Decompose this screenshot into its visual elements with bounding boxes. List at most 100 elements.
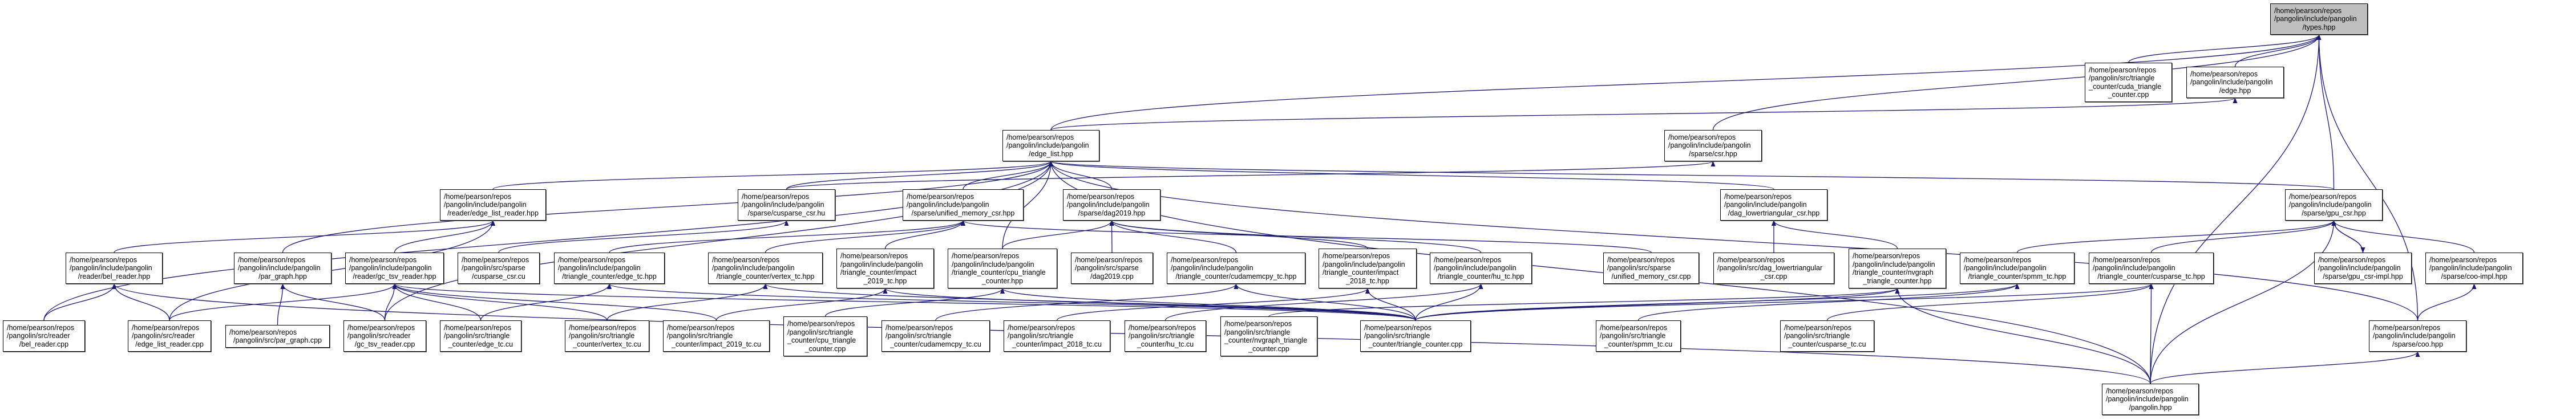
file-node-spmm-tc-cu[interactable]: /home/pearson/repos/pangolin/src/triangl… bbox=[1596, 320, 1681, 352]
file-node-nvgraph-tc-cpp[interactable]: /home/pearson/repos/pangolin/src/triangl… bbox=[1220, 316, 1317, 356]
file-node-label-line: /home/pearson/repos bbox=[1067, 192, 1135, 201]
file-node-cpu-tc-cpp[interactable]: /home/pearson/repos/pangolin/src/triangl… bbox=[783, 316, 867, 356]
file-node-vertex-tc-cu[interactable]: /home/pearson/repos/pangolin/src/triangl… bbox=[565, 320, 649, 352]
dependency-edge-coo_impl-to-gpu_csr bbox=[2331, 220, 2475, 253]
file-node-nvgraph-tc-hpp[interactable]: /home/pearson/repos/pangolin/include/pan… bbox=[1849, 249, 1946, 288]
file-node-edge-list[interactable]: /home/pearson/repos/pangolin/include/pan… bbox=[1002, 130, 1099, 161]
dependency-edge-dag_lt_csr_hpp-to-edge_list bbox=[1049, 161, 1774, 190]
file-node-dag2019-hpp[interactable]: /home/pearson/repos/pangolin/include/pan… bbox=[1063, 189, 1160, 221]
dependency-edge-triangle_counter_cpp-to-hu_tc_hpp bbox=[1415, 283, 1483, 321]
file-node-label-line: /home/pearson/repos bbox=[569, 323, 637, 332]
file-node-hu-tc-cu[interactable]: /home/pearson/repos/pangolin/src/triangl… bbox=[1125, 320, 1206, 352]
dependency-edge-par_graph_cpp-to-par_graph_hpp bbox=[277, 283, 285, 326]
file-node-label-line: /home/pearson/repos bbox=[2318, 255, 2386, 264]
file-node-label-line: /triangle_counter/cudamemcpy_tc.hpp bbox=[1175, 272, 1297, 280]
file-node-label-line: /triangle_counter/cpu_triangle bbox=[952, 269, 1046, 276]
file-node-label-line: /pangolin/src/triangle bbox=[1364, 332, 1430, 340]
file-node-label-line: /home/pearson/repos bbox=[2190, 70, 2258, 78]
file-node-label-line: /sparse/unified_memory_csr.hpp bbox=[911, 209, 1015, 217]
dependency-edge-edge_tc_hpp-to-unified_memory_csr_hpp bbox=[609, 220, 965, 253]
file-node-label-line: /home/pearson/repos bbox=[7, 323, 75, 332]
file-node-triangle-counter-cpp[interactable]: /home/pearson/repos/pangolin/src/triangl… bbox=[1360, 320, 1471, 352]
file-node-cusparse-tc-cu[interactable]: /home/pearson/repos/pangolin/src/triangl… bbox=[1780, 320, 1874, 352]
file-node-coo-impl[interactable]: /home/pearson/repos/pangolin/include/pan… bbox=[2425, 253, 2523, 284]
file-node-bel-reader-cpp[interactable]: /home/pearson/repos/pangolin/src/reader/… bbox=[3, 320, 85, 352]
file-node-hu-tc-hpp[interactable]: /home/pearson/repos/pangolin/include/pan… bbox=[1430, 253, 1532, 284]
file-node-label-line: /pangolin/include/pangolin bbox=[1434, 264, 1517, 272]
file-node-edge-list-reader-hpp[interactable]: /home/pearson/repos/pangolin/include/pan… bbox=[440, 189, 546, 221]
file-node-cudamemcpy-tc-cu[interactable]: /home/pearson/repos/pangolin/src/triangl… bbox=[881, 320, 990, 352]
file-node-impact-2019-tc-hpp[interactable]: /home/pearson/repos/pangolin/include/pan… bbox=[836, 249, 934, 288]
file-node-label-line: _counter/vertex_tc.cu bbox=[573, 340, 641, 348]
file-node-cusparse-csr-cu[interactable]: /home/pearson/repos/pangolin/src/sparse/… bbox=[458, 253, 540, 284]
file-node-vertex-tc-hpp[interactable]: /home/pearson/repos/pangolin/include/pan… bbox=[708, 253, 823, 284]
file-node-gpu-csr-impl[interactable]: /home/pearson/repos/pangolin/include/pan… bbox=[2314, 253, 2412, 284]
file-node-label-line: /home/pearson/repos bbox=[1129, 323, 1196, 332]
file-node-gc-tsv-reader-cpp[interactable]: /home/pearson/repos/pangolin/src/reader/… bbox=[343, 320, 426, 352]
file-node-label-line: /home/pearson/repos bbox=[1964, 255, 2032, 264]
file-node-label-line: /pangolin/include/pangolin bbox=[840, 260, 923, 269]
file-node-label-line: /home/pearson/repos bbox=[1600, 323, 1668, 332]
file-node-cusparse-tc-hpp[interactable]: /home/pearson/repos/pangolin/include/pan… bbox=[2089, 253, 2214, 284]
file-node-label-line: /unified_memory_csr.cpp bbox=[1611, 272, 1691, 280]
dependency-edge-triangle_counter_cpp-to-cudamemcpy_tc_hpp bbox=[1234, 283, 1416, 321]
file-node-cusparse-csr-hu[interactable]: /home/pearson/repos/pangolin/include/pan… bbox=[738, 189, 835, 221]
file-node-edge-list-reader-cpp[interactable]: /home/pearson/repos/pangolin/src/reader/… bbox=[128, 320, 211, 352]
file-node-label-line: /edge_list_reader.cpp bbox=[135, 340, 204, 348]
file-node-unified-memory-csr-cpp[interactable]: /home/pearson/repos/pangolin/src/sparse/… bbox=[1603, 253, 1699, 284]
file-node-label-line: /pangolin/include/pangolin bbox=[712, 264, 795, 272]
file-node-label-line: /home/pearson/repos bbox=[787, 320, 855, 328]
dependency-edge-edge_list-to-edge_hpp bbox=[1050, 97, 2237, 131]
dependency-edge-edge_hpp-to-types bbox=[2234, 34, 2322, 67]
file-node-unified-memory-csr-hpp[interactable]: /home/pearson/repos/pangolin/include/pan… bbox=[903, 189, 1024, 221]
file-node-impact-2019-tc-cu[interactable]: /home/pearson/repos/pangolin/src/triangl… bbox=[663, 320, 770, 352]
file-node-gpu-csr[interactable]: /home/pearson/repos/pangolin/include/pan… bbox=[2285, 189, 2383, 221]
file-node-bel-reader-hpp[interactable]: /home/pearson/repos/pangolin/include/pan… bbox=[66, 253, 163, 284]
file-node-label-line: /home/pearson/repos bbox=[1224, 320, 1292, 328]
file-node-label-line: /pangolin/src/triangle bbox=[2089, 74, 2155, 82]
file-node-par-graph-cpp[interactable]: /home/pearson/repos/pangolin/src/par_gra… bbox=[225, 325, 330, 348]
file-node-csr[interactable]: /home/pearson/repos/pangolin/include/pan… bbox=[1664, 130, 1762, 161]
file-node-impact-2018-tc-cu[interactable]: /home/pearson/repos/pangolin/src/triangl… bbox=[1004, 320, 1110, 352]
file-node-coo[interactable]: /home/pearson/repos/pangolin/include/pan… bbox=[2369, 320, 2466, 352]
dependency-edge-triangle_counter_cpp-to-cusparse_tc_hpp bbox=[1415, 283, 2154, 321]
file-node-label-line: /triangle_counter/vertex_tc.hpp bbox=[716, 272, 815, 280]
file-node-label-line: /pangolin/include/pangolin bbox=[1171, 264, 1253, 272]
file-node-label-line: _2018_tc.hpp bbox=[1346, 276, 1389, 285]
dependency-edge-pangolin-to-nvgraph_tc_hpp bbox=[1895, 288, 2151, 384]
file-node-label-line: /pangolin/src/triangle bbox=[444, 332, 510, 340]
file-node-label-line: /home/pearson/repos bbox=[907, 192, 974, 201]
file-node-label-line: _counter/hu_tc.cu bbox=[1137, 340, 1194, 348]
file-node-label-line: /bel_reader.cpp bbox=[19, 340, 69, 348]
file-node-pangolin[interactable]: /home/pearson/repos/pangolin/include/pan… bbox=[2102, 384, 2199, 415]
dependency-edge-gpu_csr-to-types bbox=[2316, 34, 2335, 190]
dependency-edge-bel_reader_cpp-to-bel_reader_hpp bbox=[43, 283, 116, 321]
file-node-impact-2018-tc-hpp[interactable]: /home/pearson/repos/pangolin/include/pan… bbox=[1319, 249, 1417, 288]
file-node-dag2019-cpp[interactable]: /home/pearson/repos/pangolin/src/sparse/… bbox=[1071, 253, 1153, 284]
file-node-label-line: /pangolin/include/pangolin bbox=[952, 260, 1034, 269]
file-node-dag-lt-csr-hpp[interactable]: /home/pearson/repos/pangolin/include/pan… bbox=[1720, 189, 1827, 221]
file-node-cuda-tc-cpp[interactable]: /home/pearson/repos/pangolin/src/triangl… bbox=[2085, 63, 2172, 102]
file-node-gc-tsv-reader-hpp[interactable]: /home/pearson/repos/pangolin/include/pan… bbox=[345, 253, 444, 284]
file-node-dag-lt-csr-cpp[interactable]: /home/pearson/repos/pangolin/src/dag_low… bbox=[1713, 253, 1834, 284]
dependency-edge-spmm_tc_cu-to-spmm_tc_hpp bbox=[1637, 283, 2020, 321]
file-node-label-line: /home/pearson/repos bbox=[558, 255, 626, 264]
dependency-edge-pangolin-to-coo bbox=[2150, 351, 2420, 384]
dependency-edge-triangle_counter_cpp-to-spmm_tc_hpp bbox=[1415, 283, 2020, 321]
file-node-spmm-tc-hpp[interactable]: /home/pearson/repos/pangolin/include/pan… bbox=[1960, 253, 2074, 284]
file-node-types[interactable]: /home/pearson/repos/pangolin/include/pan… bbox=[2270, 3, 2368, 35]
dependency-edge-vertex_tc_hpp-to-unified_memory_csr_hpp bbox=[765, 220, 965, 253]
file-node-label-line: /pangolin/include/pangolin bbox=[1006, 141, 1089, 150]
dependency-edge-cusparse_tc_cu-to-cusparse_tc_hpp bbox=[1826, 283, 2154, 321]
file-node-edge-hpp[interactable]: /home/pearson/repos/pangolin/include/pan… bbox=[2186, 67, 2284, 98]
file-node-cpu-tc-hpp[interactable]: /home/pearson/repos/pangolin/include/pan… bbox=[948, 249, 1057, 288]
dependency-edge-edge_tc_cu-to-edge_tc_hpp bbox=[480, 283, 612, 321]
file-node-cudamemcpy-tc-hpp[interactable]: /home/pearson/repos/pangolin/include/pan… bbox=[1167, 253, 1305, 284]
file-node-edge-tc-cu[interactable]: /home/pearson/repos/pangolin/src/triangl… bbox=[440, 320, 521, 352]
file-node-label-line: _triangle_counter.hpp bbox=[1863, 276, 1932, 285]
file-node-par-graph-hpp[interactable]: /home/pearson/repos/pangolin/include/pan… bbox=[234, 253, 331, 284]
file-node-label-line: /edge_list.hpp bbox=[1029, 149, 1073, 158]
file-node-edge-tc-hpp[interactable]: /home/pearson/repos/pangolin/include/pan… bbox=[554, 253, 665, 284]
file-node-label-line: /pangolin/src/sparse bbox=[462, 264, 525, 272]
